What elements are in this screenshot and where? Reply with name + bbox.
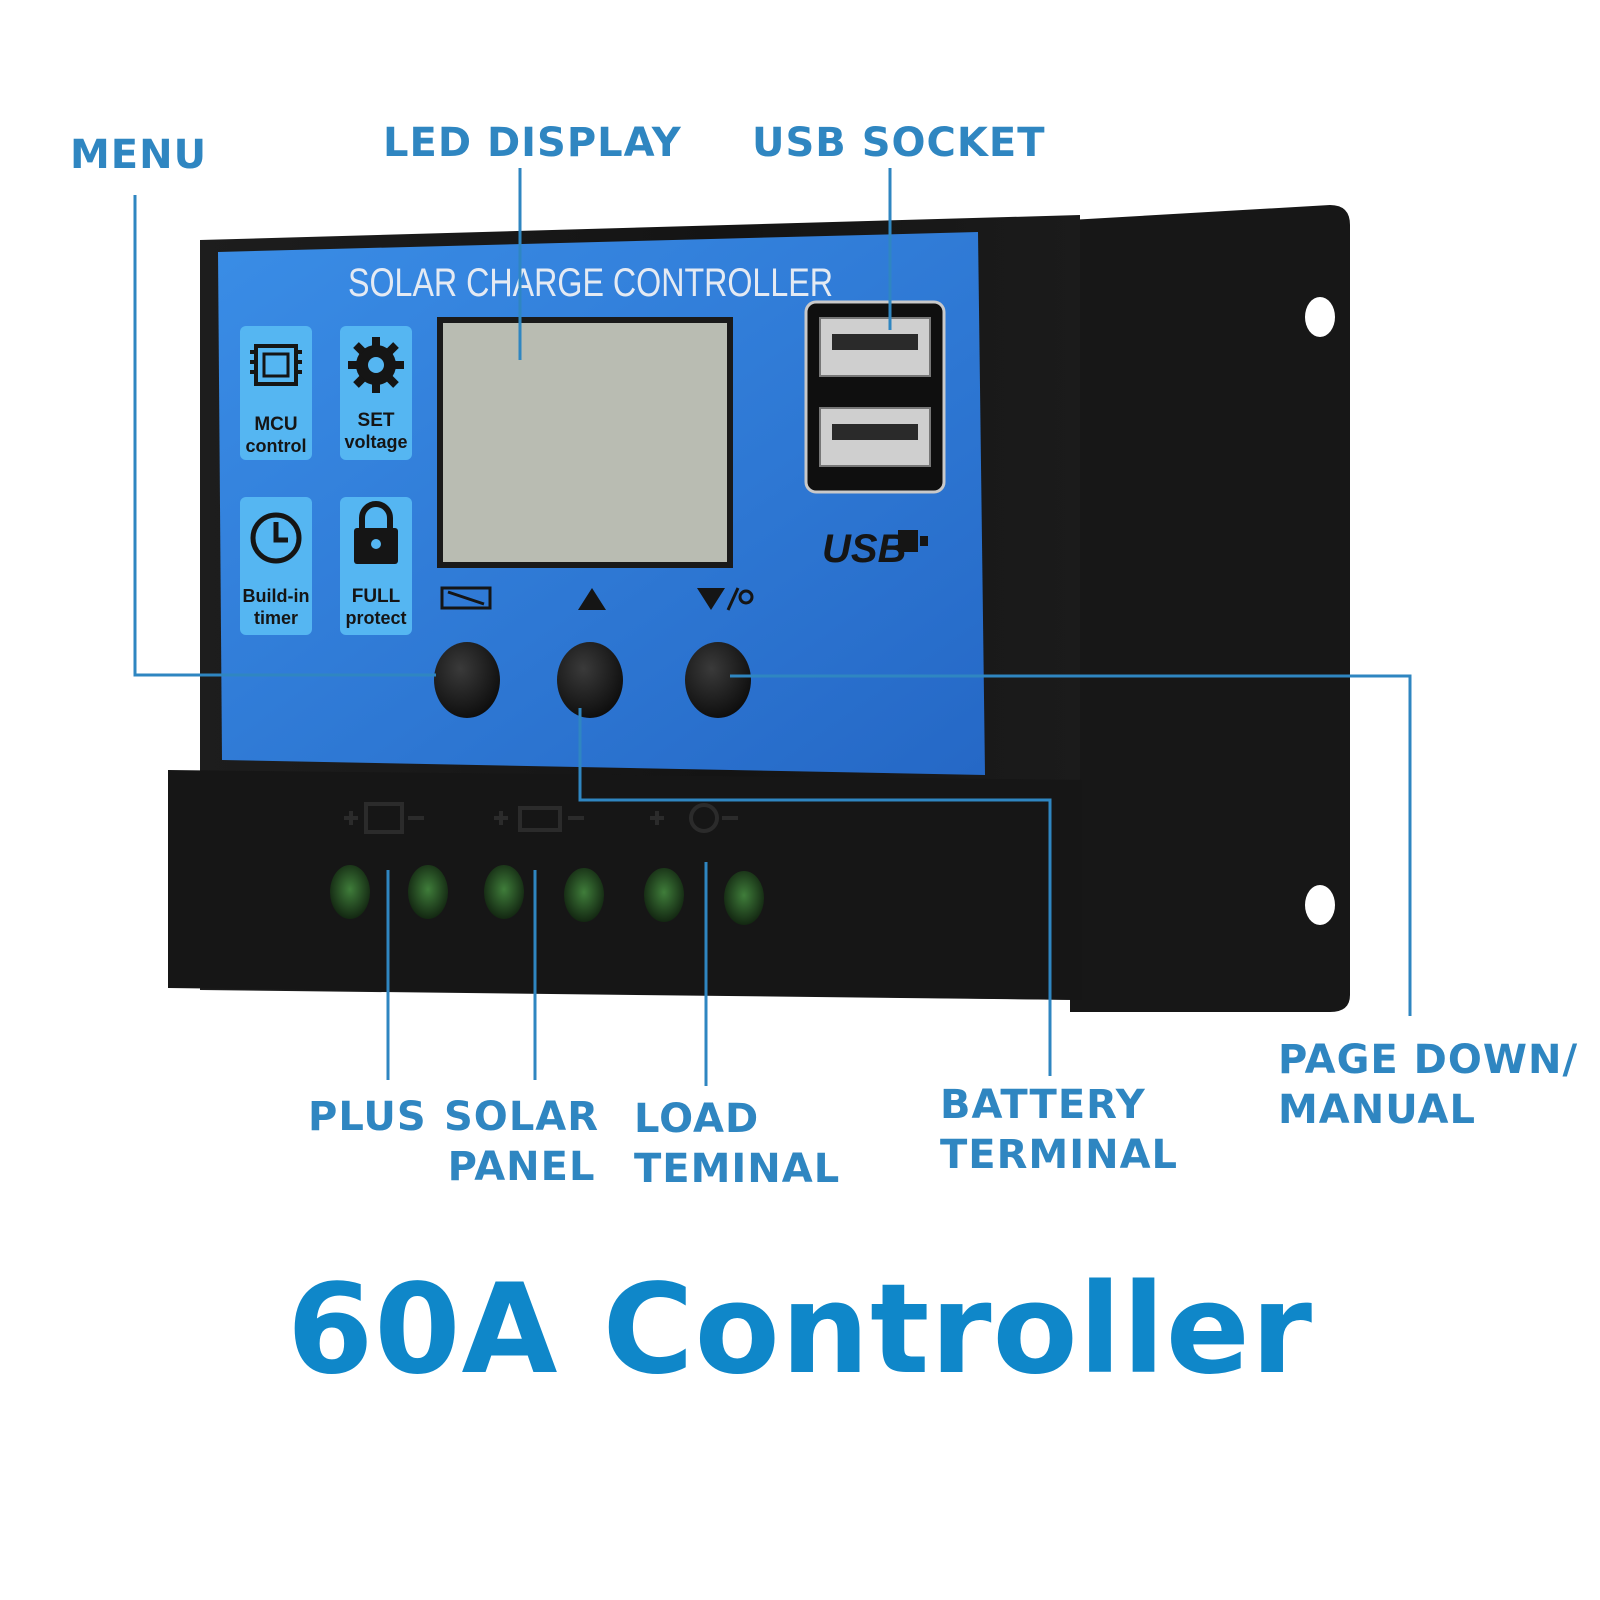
usb-plug-icon	[898, 530, 928, 552]
callout-load-terminal-line2: TEMINAL	[634, 1146, 841, 1192]
feature-tiles	[240, 326, 412, 635]
lcd-screen	[437, 317, 733, 568]
mounting-flange	[1070, 205, 1350, 1012]
terminal-screw	[330, 865, 370, 919]
terminal-screw	[564, 868, 604, 922]
page-down-button[interactable]	[685, 642, 751, 718]
button-symbols	[440, 586, 754, 611]
callout-load-terminal-line1: LOAD	[634, 1096, 760, 1142]
callout-plus: PLUS	[308, 1094, 427, 1140]
terminal-screw	[644, 868, 684, 922]
headline: 60A Controller	[286, 1258, 1314, 1402]
feature-label-set-line2: voltage	[344, 432, 407, 452]
chip-icon	[250, 344, 302, 386]
feature-label-protect-line2: protect	[345, 608, 406, 628]
menu-slash-icon	[447, 590, 485, 606]
mounting-hole-top	[1305, 297, 1335, 337]
down-arrow-icon	[697, 588, 725, 610]
battery-symbol-icon	[518, 806, 562, 832]
mounting-hole-bottom	[1305, 885, 1335, 925]
menu-symbol-icon	[440, 586, 492, 610]
callout-solar-panel: SOLAR PANEL	[444, 1092, 599, 1192]
callout-page-down-line2: MANUAL	[1278, 1087, 1476, 1133]
bulb-icon	[738, 589, 754, 605]
terminal-screw	[724, 871, 764, 925]
slash-icon	[726, 587, 740, 611]
battery-callout-line	[578, 708, 1052, 1076]
callout-led-display: LED DISPLAY	[383, 120, 682, 166]
callout-solar-panel-line1: SOLAR	[444, 1094, 600, 1140]
menu-button[interactable]	[434, 642, 500, 718]
callout-menu: MENU	[70, 132, 208, 178]
callout-solar-panel-line2: PANEL	[447, 1144, 596, 1190]
page-down-callout-line	[730, 674, 1412, 1016]
feature-label-set-line1: SET	[358, 410, 395, 431]
panel-title: SOLAR CHARGE CONTROLLER	[348, 261, 833, 305]
up-arrow-icon	[578, 588, 606, 610]
feature-label-mcu-line2: control	[246, 436, 307, 456]
feature-label-protect-line1: FULL	[352, 586, 401, 607]
callout-battery-terminal: BATTERY TERMINAL	[940, 1080, 1178, 1180]
terminal-block	[168, 770, 1082, 1000]
callout-usb-socket: USB SOCKET	[752, 120, 1046, 166]
terminal-screw	[484, 865, 524, 919]
menu-callout-line	[133, 195, 436, 677]
callout-load-terminal: LOAD TEMINAL	[634, 1094, 840, 1194]
clock-icon	[250, 512, 302, 564]
usb-logo-text: USB	[822, 527, 906, 571]
lock-icon	[354, 501, 398, 564]
feature-label-timer-line2: timer	[254, 608, 298, 628]
terminal-screw	[408, 865, 448, 919]
gear-icon	[348, 337, 404, 393]
solar-symbol-icon	[364, 802, 404, 834]
terminal-screws	[330, 865, 764, 925]
callout-page-down: PAGE DOWN/ MANUAL	[1278, 1035, 1578, 1135]
callout-lines	[133, 168, 1412, 1086]
callout-battery-terminal-line1: BATTERY	[940, 1082, 1146, 1128]
terminal-symbols	[344, 802, 738, 834]
feature-label-mcu-line1: MCU	[254, 414, 297, 435]
usb-logo: USB	[822, 527, 928, 571]
callout-battery-terminal-line2: TERMINAL	[940, 1132, 1179, 1178]
feature-label-timer-line1: Build-in	[243, 586, 310, 606]
usb-socket	[804, 300, 946, 494]
up-button[interactable]	[557, 642, 623, 718]
load-symbol-icon	[689, 803, 719, 833]
feature-tile-timer	[240, 497, 312, 635]
callout-page-down-line1: PAGE DOWN/	[1278, 1037, 1579, 1083]
